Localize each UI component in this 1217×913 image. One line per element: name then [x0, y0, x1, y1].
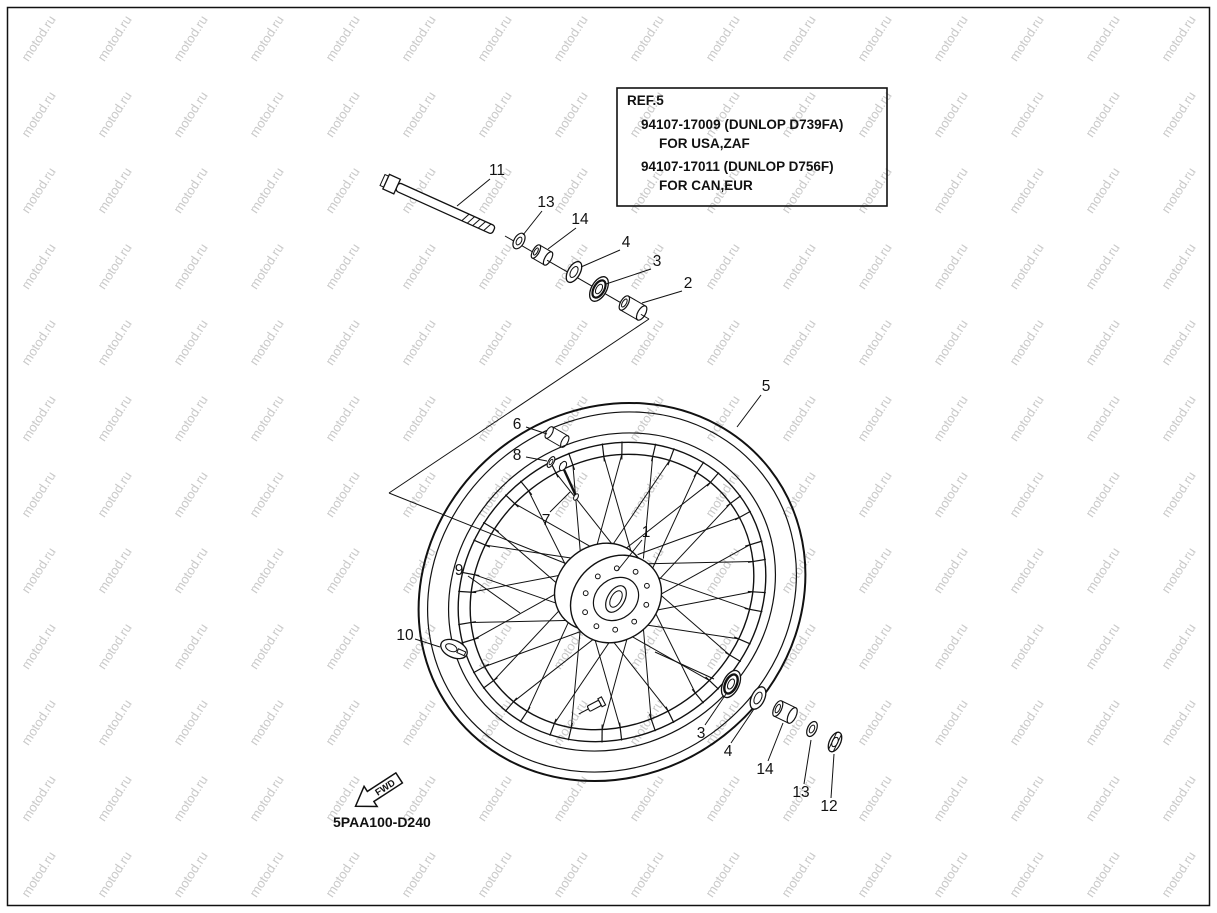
- callout-spacer-label: 2: [684, 275, 693, 292]
- callout-rim-lock-label: 8: [513, 447, 522, 464]
- callout-seal-lower-label: 4: [724, 743, 733, 760]
- drawing-number: 5PAA100-D240: [333, 814, 431, 830]
- ref-market-2: FOR CAN,EUR: [659, 178, 753, 193]
- callout-washer-lower-label: 13: [792, 784, 809, 801]
- rim-band-part: [544, 426, 570, 448]
- bearing-lower-part: [720, 669, 742, 699]
- callout-bearing-lower-label: 3: [697, 725, 706, 742]
- axle-part: [379, 173, 496, 234]
- ref-part-2: 94107-17011 (DUNLOP D756F): [641, 159, 834, 174]
- spoke-nipple-detail: [578, 696, 607, 715]
- callout-nut-label: 12: [820, 798, 837, 815]
- ref-part-1: 94107-17009 (DUNLOP D739FA): [641, 117, 843, 132]
- callout-collar-lower-label: 14: [756, 761, 774, 778]
- spacer-part: [618, 295, 648, 321]
- leader-lines: [414, 178, 835, 799]
- bearing-upper-part: [588, 276, 610, 302]
- ref-box: REF.5 94107-17009 (DUNLOP D739FA) FOR US…: [616, 87, 888, 207]
- callout-rim-band-label: 6: [513, 416, 522, 433]
- rim: [457, 441, 767, 743]
- valve-part: [558, 460, 579, 501]
- collar-upper-part: [530, 244, 554, 266]
- hub-flange-holes: [582, 565, 650, 633]
- tire: [417, 401, 807, 783]
- callout-hub-label: 1: [642, 524, 651, 541]
- callout-tire-label: 5: [762, 378, 771, 395]
- spoke-nipples: [458, 441, 766, 743]
- washer-lower-part: [806, 720, 818, 738]
- callout-washer-upper-label: 13: [537, 194, 554, 211]
- ref-market-1: FOR USA,ZAF: [659, 136, 750, 151]
- callout-valve-label: 7: [542, 512, 551, 529]
- nut-part: [827, 731, 843, 753]
- callout-seal-upper-label: 4: [622, 234, 631, 251]
- nipple-detail: [440, 638, 468, 660]
- hub: [553, 542, 663, 644]
- ref-title: REF.5: [627, 93, 664, 108]
- callout-nipple-label: 10: [396, 627, 414, 644]
- rim-lock-part: [546, 456, 556, 468]
- page-border: [6, 6, 1211, 907]
- oil-seal-lower-part: [749, 686, 767, 710]
- washer-upper-part: [512, 232, 526, 250]
- callout-bearing-upper-label: 3: [653, 253, 662, 270]
- collar-lower-part: [772, 700, 798, 724]
- callout-spoke-label: 9: [455, 562, 464, 579]
- oil-seal-upper-part: [565, 260, 583, 284]
- callout-axle-label: 11: [489, 162, 505, 179]
- callout-collar-upper-label: 14: [571, 211, 589, 228]
